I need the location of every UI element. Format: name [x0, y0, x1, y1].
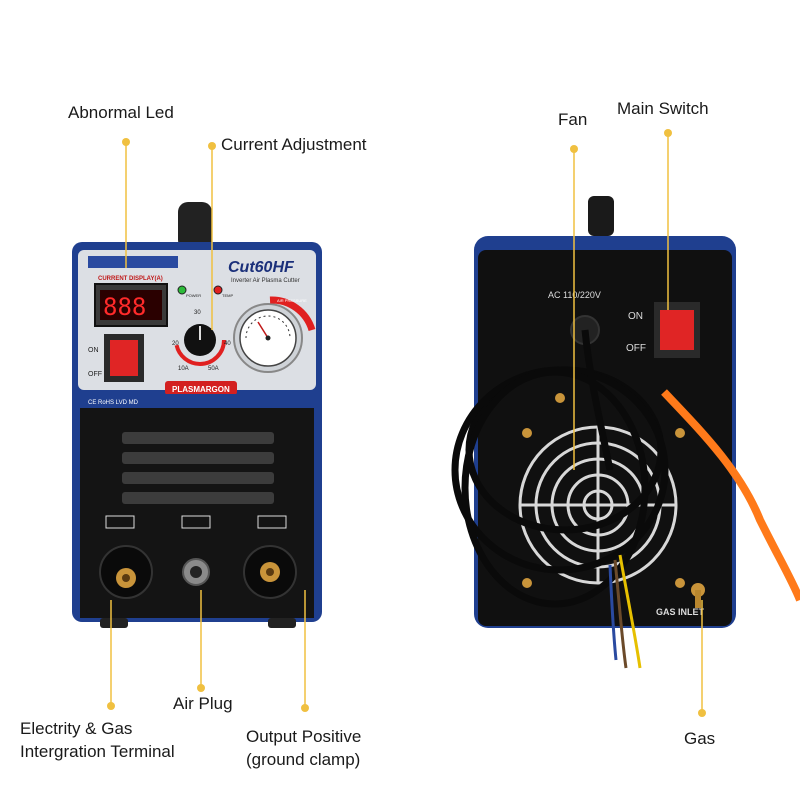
- knob-tick-10: 10A: [178, 366, 189, 372]
- brand-banner: [165, 381, 237, 395]
- electrode-gas-terminal: [99, 545, 153, 599]
- electrode-terminal-callout-2: Intergration Terminal: [20, 742, 175, 761]
- fan-callout: Fan: [558, 110, 588, 129]
- display-value: 888: [103, 293, 146, 321]
- output-positive-callout-1: Output Positive: [246, 727, 362, 746]
- electrode-terminal-callout-1: Electrity & Gas: [20, 719, 133, 738]
- front-switch-on: ON: [88, 347, 99, 354]
- output-positive-callout-2: (ground clamp): [246, 750, 361, 769]
- back-unit: AC 110/220V: [451, 196, 800, 669]
- output-positive-terminal: [243, 545, 297, 599]
- abnormal-led: [213, 285, 223, 295]
- front-switch-off: OFF: [88, 371, 102, 378]
- back-switch-off: OFF: [626, 343, 646, 354]
- cable-wires: [608, 554, 642, 669]
- display-label: CURRENT DISPLAY(A): [98, 276, 163, 282]
- main-switch-callout: Main Switch: [617, 99, 709, 118]
- air-pressure-gauge: [233, 296, 316, 373]
- front-vents: [122, 432, 274, 504]
- knob-tick-30: 30: [194, 310, 201, 316]
- power-led-label: POWER: [186, 293, 201, 298]
- current-adjustment-callout: Current Adjustment: [221, 135, 367, 154]
- knob-tick-50: 50A: [208, 366, 219, 372]
- gas-callout: Gas: [684, 729, 716, 748]
- power-led: [177, 285, 187, 295]
- leader-lines: [107, 129, 706, 717]
- power-cable: [451, 329, 669, 608]
- air-plug: [182, 558, 210, 586]
- knob-tick-20: 20: [172, 341, 179, 347]
- model-subtitle: Inverter Air Plasma Cutter: [231, 278, 300, 284]
- current-knob[interactable]: [174, 314, 226, 366]
- carry-handle: [178, 202, 212, 250]
- temp-led-label: TEMP: [222, 293, 233, 298]
- cert-marks: CE RoHS LVD MD: [88, 400, 139, 406]
- knob-tick-40: 40: [224, 341, 231, 347]
- gas-hose: [661, 389, 800, 602]
- brand-name: PLASMARGON: [172, 385, 230, 394]
- gas-inlet-fitting: [691, 583, 705, 608]
- gas-inlet-label: GAS INLET: [656, 607, 705, 617]
- front-unit: Cut60HF Inverter Air Plasma Cutter CURRE…: [72, 202, 322, 628]
- air-plug-callout: Air Plug: [173, 694, 233, 713]
- abnormal-led-callout: Abnormal Led: [68, 103, 174, 122]
- back-switch-on: ON: [628, 311, 643, 322]
- gauge-label: AIR PRESSURE: [277, 298, 307, 303]
- model-name: Cut60HF: [228, 259, 295, 276]
